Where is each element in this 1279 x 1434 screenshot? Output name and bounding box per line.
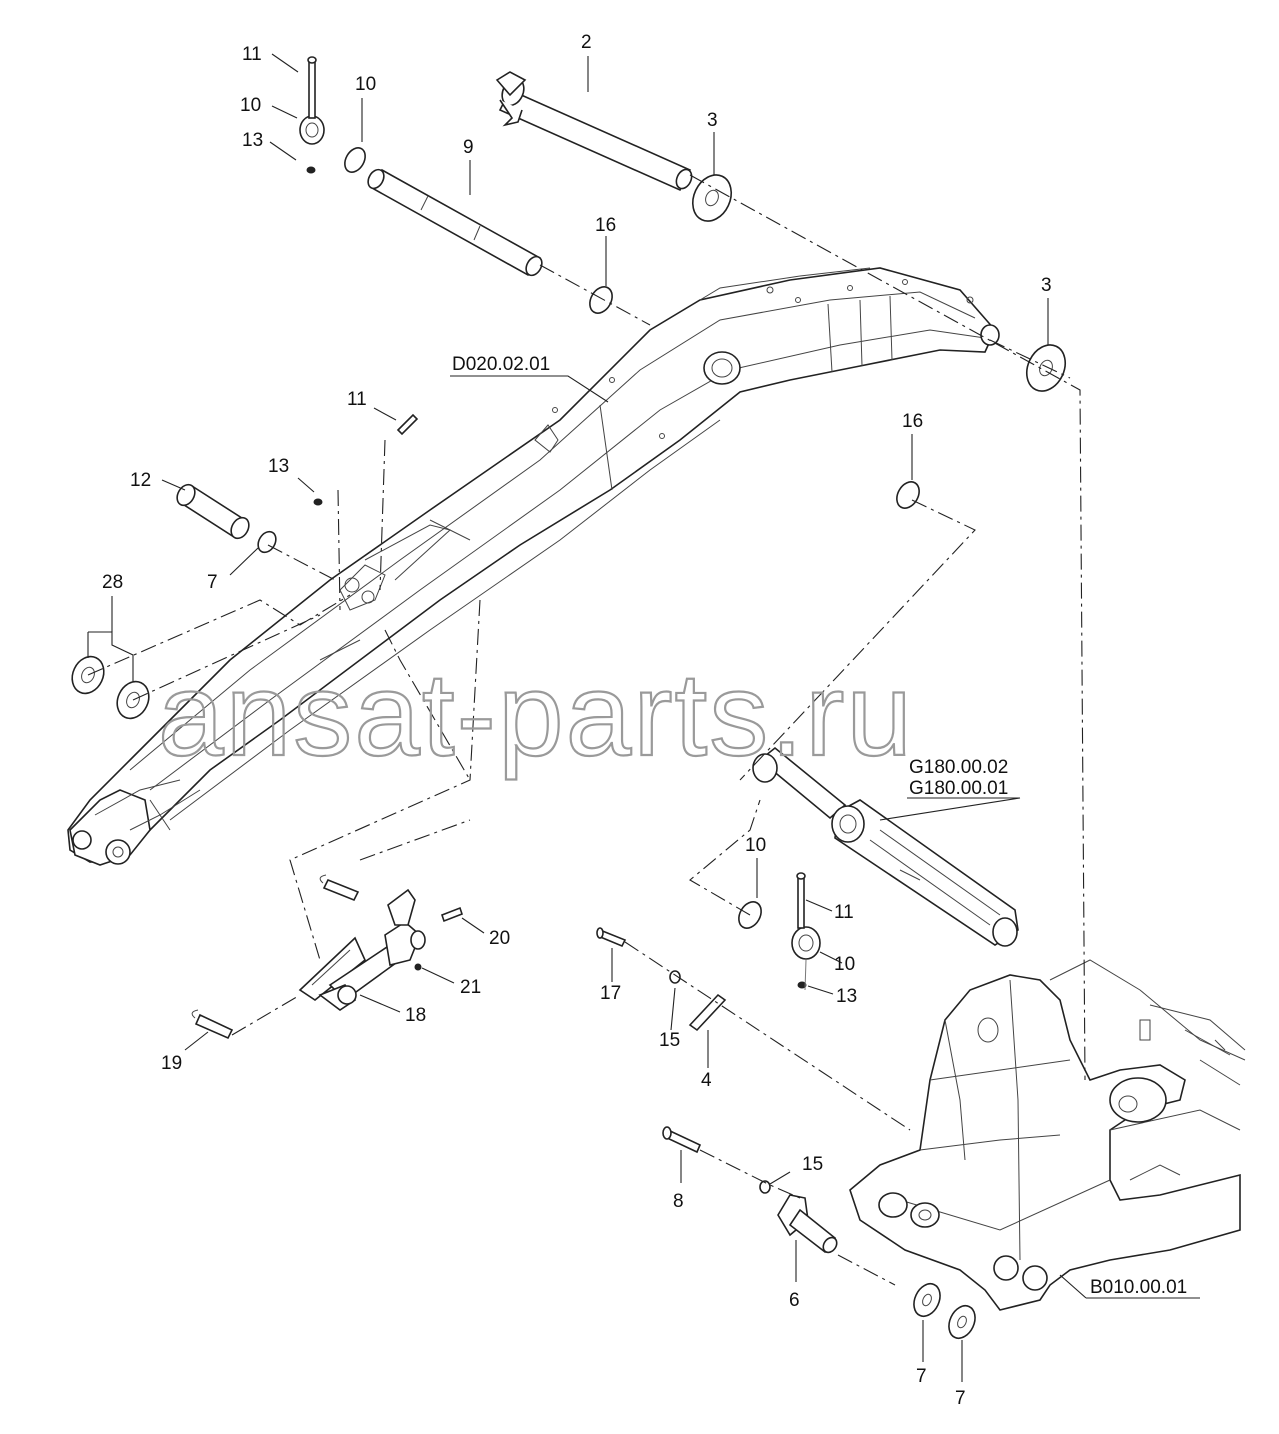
- callout-11-top: 11: [242, 44, 262, 65]
- ref-cylinder-2: G180.00.01: [909, 778, 1008, 799]
- callout-12: 12: [130, 470, 151, 491]
- part-7-ring-left: [257, 530, 277, 554]
- part-13-nut-right: [797, 981, 807, 989]
- callout-11-middle: 11: [347, 389, 367, 410]
- part-16-ring-right: [896, 481, 920, 509]
- callout-16-top: 16: [595, 215, 616, 236]
- callout-7-bottom-1: 7: [916, 1366, 927, 1387]
- callout-17: 17: [600, 983, 621, 1004]
- part-18-linkage: [298, 888, 426, 1011]
- callout-2: 2: [581, 32, 592, 53]
- callout-18: 18: [405, 1005, 426, 1026]
- callout-11-right: 11: [834, 902, 854, 923]
- callout-3-top: 3: [707, 110, 718, 131]
- part-9-pin: [367, 168, 543, 277]
- part-11-bolt-top: [307, 56, 317, 119]
- part-16-ring-top: [589, 286, 613, 314]
- ref-boom: D020.02.01: [452, 354, 550, 375]
- part-10-ring-top: [344, 147, 366, 173]
- part-8-bolt: [662, 1126, 702, 1154]
- callout-21: 21: [460, 977, 481, 998]
- part-20-bolt: [441, 906, 463, 923]
- callout-13-top: 13: [242, 130, 263, 151]
- callout-15-bottom: 15: [802, 1154, 823, 1175]
- callout-10-top-left: 10: [240, 95, 261, 116]
- reference-labels: D020.02.01 G180.00.02 G180.00.01 B010.00…: [452, 354, 1187, 1298]
- part-12-bushing: [176, 483, 250, 540]
- callout-10-right-collar: 10: [834, 954, 855, 975]
- part-6-pin: [777, 1194, 838, 1254]
- part-15-washer-left: [669, 970, 681, 984]
- callout-13-middle: 13: [268, 456, 289, 477]
- callout-20: 20: [489, 928, 510, 949]
- part-17-bolt: [596, 927, 627, 948]
- part-21-nut: [414, 963, 422, 971]
- part-28-washers: [71, 655, 150, 720]
- part-13-nut-top: [306, 166, 316, 174]
- leader-lines: [87, 53, 1200, 1382]
- callout-6: 6: [789, 1290, 800, 1311]
- callout-3-right: 3: [1041, 275, 1052, 296]
- callout-4: 4: [701, 1070, 712, 1091]
- callout-7-left: 7: [207, 572, 218, 593]
- watermark: ansat-parts.ru: [158, 649, 914, 781]
- callout-10-top-ring: 10: [355, 74, 376, 95]
- boom-cylinder: [752, 746, 1019, 947]
- callout-labels: 2 3 3 4 6 7 7 7 8 9 10 10 10 10 11 11 11…: [102, 32, 1052, 1409]
- part-10-collar-right: [791, 926, 821, 960]
- callout-19: 19: [161, 1053, 182, 1074]
- part-7-washer-bottom-1: [913, 1282, 941, 1318]
- callout-15-left: 15: [659, 1030, 680, 1051]
- part-7-washer-bottom-2: [948, 1304, 976, 1340]
- part-19-pin: [191, 1009, 234, 1040]
- callout-13-right: 13: [836, 986, 857, 1007]
- callout-10-right-ring: 10: [745, 835, 766, 856]
- callout-28: 28: [102, 572, 123, 593]
- part-13-nut-middle: [313, 498, 323, 506]
- part-3-washer-top: [691, 174, 733, 222]
- ref-cylinder-1: G180.00.02: [909, 757, 1008, 778]
- swing-frame: [849, 959, 1246, 1311]
- callout-8: 8: [673, 1191, 684, 1212]
- ref-frame: B010.00.01: [1090, 1277, 1187, 1298]
- part-11-bolt-right: [796, 872, 806, 929]
- part-2-pin: [495, 71, 693, 192]
- part-10-collar-top: [299, 115, 325, 145]
- part-15-washer-bottom: [759, 1180, 771, 1194]
- callout-16-right: 16: [902, 411, 923, 432]
- part-4-plate: [688, 993, 727, 1032]
- callout-9: 9: [463, 137, 474, 158]
- callout-7-bottom-2: 7: [955, 1388, 966, 1409]
- assembly-centerlines: [87, 174, 1086, 1286]
- part-pin-upper-link: [319, 874, 360, 902]
- part-11-bolt-middle: [396, 413, 419, 436]
- part-3-washer-right: [1025, 344, 1067, 392]
- boom-arm: [67, 267, 1000, 866]
